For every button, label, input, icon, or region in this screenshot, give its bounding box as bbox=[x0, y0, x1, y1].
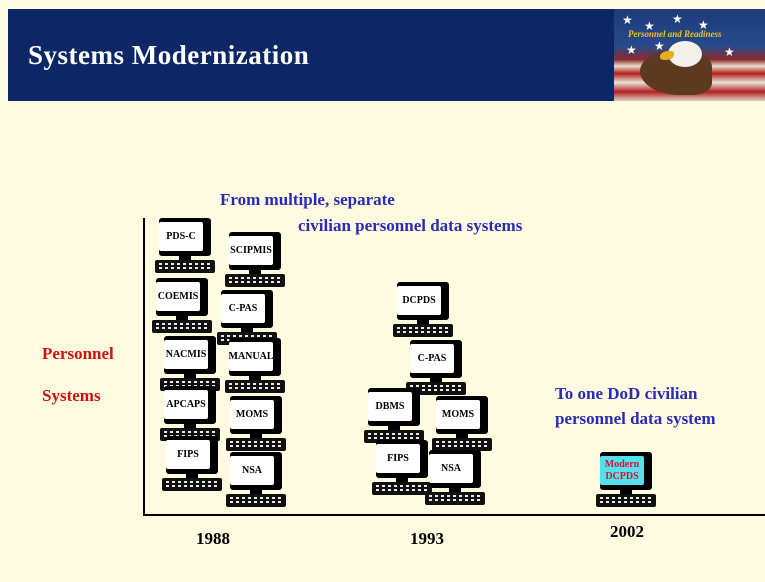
computer-fips-1993: FIPS bbox=[372, 440, 432, 496]
computer-modern-dcpds: Modern DCPDS bbox=[596, 452, 656, 508]
logo-text: Personnel and Readiness bbox=[628, 29, 722, 39]
y-axis-line bbox=[143, 218, 145, 514]
computer-dbms: DBMS bbox=[364, 388, 424, 444]
system-label: C-PAS bbox=[410, 344, 454, 373]
from-text-line1: From multiple, separate bbox=[220, 190, 395, 209]
computer-c-pas-1993: C-PAS bbox=[406, 340, 466, 396]
personnel-label: Personnel bbox=[42, 344, 114, 363]
computer-scipmis: SCIPMIS bbox=[225, 232, 285, 288]
system-label: DCPDS bbox=[397, 286, 441, 315]
computer-dcpds-1993: DCPDS bbox=[393, 282, 453, 338]
computer-coemis: COEMIS bbox=[152, 278, 212, 334]
system-label: FIPS bbox=[166, 440, 210, 469]
to-text-line1: To one DoD civilian bbox=[555, 384, 698, 403]
computer-nsa-1993: NSA bbox=[425, 450, 485, 506]
slide-title: Systems Modernization bbox=[28, 40, 310, 70]
title-banner: Systems Modernization ★ ★ ★ ★ ★ ★ ★ Pers… bbox=[8, 9, 765, 101]
systems-label: Systems bbox=[42, 386, 101, 405]
system-label: FIPS bbox=[376, 444, 420, 473]
system-label: NSA bbox=[429, 454, 473, 483]
year-label-2002: 2002 bbox=[610, 522, 644, 541]
computer-fips-1988: FIPS bbox=[162, 436, 222, 492]
system-label: COEMIS bbox=[156, 282, 200, 311]
system-label: MOMS bbox=[436, 400, 480, 429]
x-axis-line bbox=[143, 514, 765, 516]
system-label: C-PAS bbox=[221, 294, 265, 323]
system-label: SCIPMIS bbox=[229, 236, 273, 265]
computer-nacmis: NACMIS bbox=[160, 336, 220, 392]
system-label: APCAPS bbox=[164, 390, 208, 419]
system-label: DBMS bbox=[368, 392, 412, 421]
modern-label-line2: DCPDS bbox=[605, 470, 639, 482]
system-label: PDS-C bbox=[159, 222, 203, 251]
computer-moms-1988: MOMS bbox=[226, 396, 286, 452]
computer-manual: MANUAL bbox=[225, 338, 285, 394]
system-label: NSA bbox=[230, 456, 274, 485]
computer-pds-c: PDS-C bbox=[155, 218, 215, 274]
system-label: NACMIS bbox=[164, 340, 208, 369]
system-label: MOMS bbox=[230, 400, 274, 429]
from-text-line2: civilian personnel data systems bbox=[298, 216, 523, 235]
personnel-readiness-logo: ★ ★ ★ ★ ★ ★ ★ Personnel and Readiness bbox=[614, 9, 765, 101]
computer-moms-1993: MOMS bbox=[432, 396, 492, 452]
eagle-beak-icon bbox=[660, 51, 674, 60]
computer-nsa-1988: NSA bbox=[226, 452, 286, 508]
year-label-1993: 1993 bbox=[410, 529, 444, 548]
computer-apcaps: APCAPS bbox=[160, 386, 220, 442]
to-text-line2: personnel data system bbox=[555, 409, 716, 428]
modern-label-line1: Modern bbox=[604, 459, 640, 470]
year-label-1988: 1988 bbox=[196, 529, 230, 548]
system-label: MANUAL bbox=[229, 342, 274, 371]
